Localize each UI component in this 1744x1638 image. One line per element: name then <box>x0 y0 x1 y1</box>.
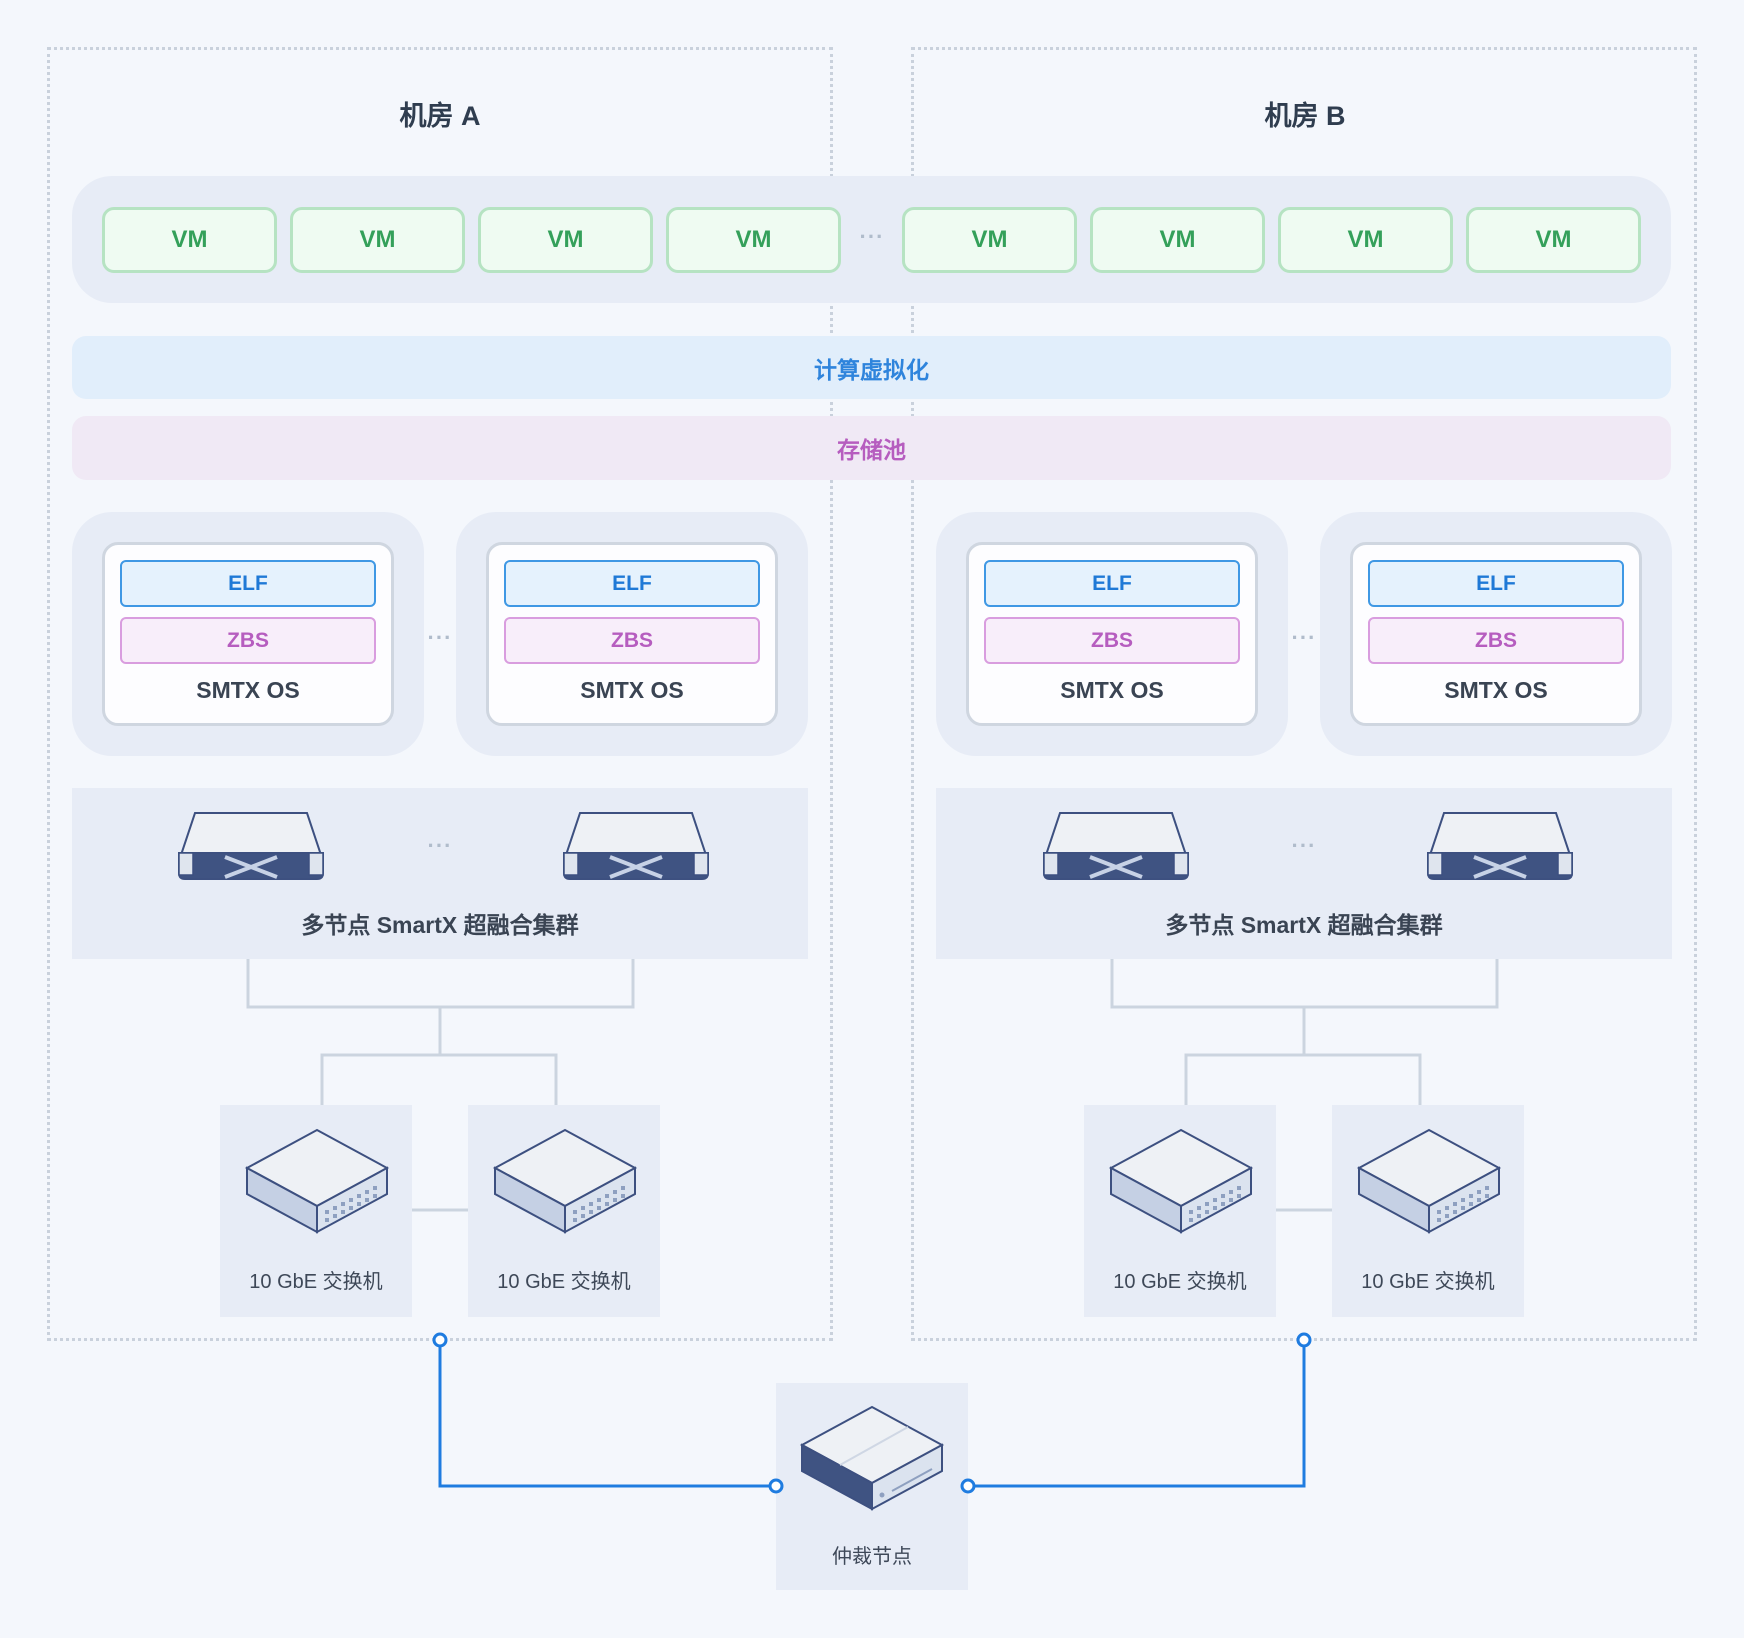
network-switch-icon <box>1110 1129 1252 1233</box>
server-ellipsis: ··· <box>427 833 453 858</box>
network-switch-icon <box>246 1129 388 1233</box>
storage-pool-layer: 存储池 <box>72 416 1671 480</box>
vm-ellipsis: ··· <box>859 224 885 249</box>
cluster-label: 多节点 SmartX 超融合集群 <box>301 912 579 938</box>
vm-box: VM <box>290 207 465 273</box>
smtx-os-label: SMTX OS <box>580 677 684 703</box>
vm-box: VM <box>1090 207 1265 273</box>
vm-box: VM <box>102 207 277 273</box>
witness-label: 仲裁节点 <box>832 1546 912 1568</box>
compute-virtualization-layer: 计算虚拟化 <box>72 336 1671 399</box>
elf-label: ELF <box>120 560 376 607</box>
connector-lines <box>246 959 1499 1212</box>
network-switch-icon <box>1358 1129 1500 1233</box>
switch-label: 10 GbE 交换机 <box>1361 1271 1495 1293</box>
node-ellipsis: ··· <box>1291 625 1317 650</box>
server-ellipsis: ··· <box>1291 833 1317 858</box>
vm-box: VM <box>1278 207 1453 273</box>
network-switch-icon <box>494 1129 636 1233</box>
server-icon <box>562 811 710 881</box>
smtx-os-label: SMTX OS <box>1444 677 1548 703</box>
vm-box: VM <box>478 207 653 273</box>
zbs-label: ZBS <box>120 617 376 664</box>
link-endpoints <box>432 1332 1312 1494</box>
zbs-label: ZBS <box>1368 617 1624 664</box>
smtx-os-label: SMTX OS <box>1060 677 1164 703</box>
elf-label: ELF <box>504 560 760 607</box>
elf-label: ELF <box>1368 560 1624 607</box>
vm-box: VM <box>902 207 1077 273</box>
vm-box: VM <box>666 207 841 273</box>
server-icon <box>1426 811 1574 881</box>
elf-label: ELF <box>984 560 1240 607</box>
room-a-title: 机房 A <box>399 101 481 131</box>
server-icon <box>1042 811 1190 881</box>
smtx-os-label: SMTX OS <box>196 677 300 703</box>
switch-label: 10 GbE 交换机 <box>249 1271 383 1293</box>
witness-links <box>438 1340 1306 1488</box>
vm-box: VM <box>1466 207 1641 273</box>
cluster-label: 多节点 SmartX 超融合集群 <box>1165 912 1443 938</box>
room-b-title: 机房 B <box>1264 101 1346 131</box>
switch-label: 10 GbE 交换机 <box>497 1271 631 1293</box>
zbs-label: ZBS <box>984 617 1240 664</box>
zbs-label: ZBS <box>504 617 760 664</box>
switch-label: 10 GbE 交换机 <box>1113 1271 1247 1293</box>
node-ellipsis: ··· <box>427 625 453 650</box>
server-icon <box>177 811 325 881</box>
witness-server-icon <box>801 1406 943 1510</box>
